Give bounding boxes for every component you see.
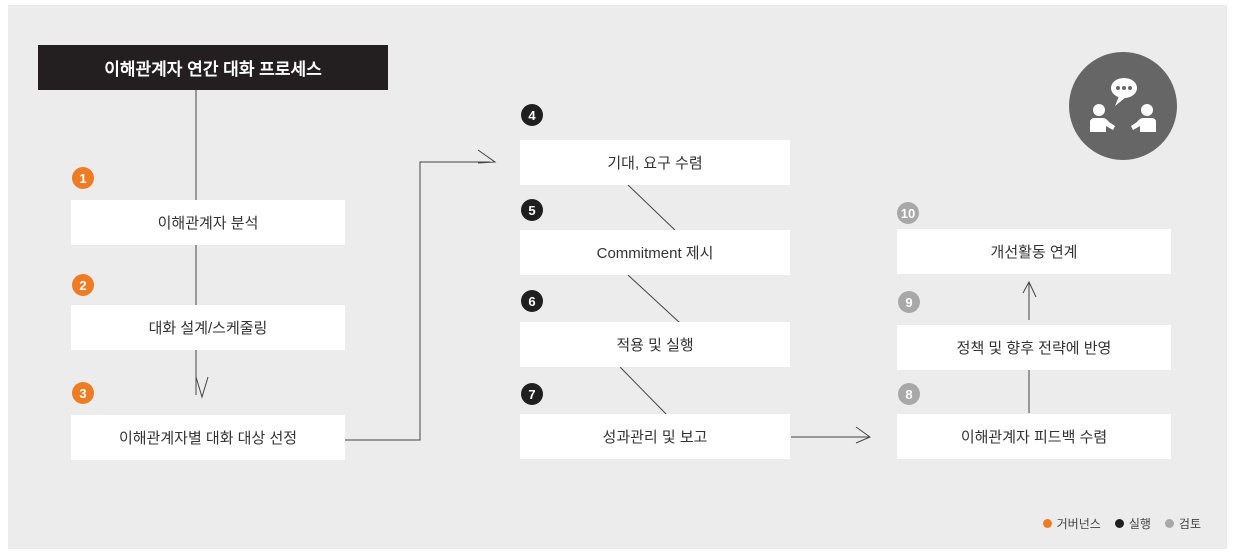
step-9-box: 정책 및 향후 전략에 반영 <box>897 325 1171 370</box>
review-dot-icon <box>1164 519 1174 528</box>
step-2-badge: 2 <box>72 274 94 296</box>
legend-label-review: 검토 <box>1178 517 1201 531</box>
step-10-badge: 10 <box>897 202 919 224</box>
process-title: 이해관계자 연간 대화 프로세스 <box>38 45 388 90</box>
step-10-box: 개선활동 연계 <box>897 229 1171 274</box>
connector-5-6 <box>627 274 681 324</box>
connector-4-5 <box>627 184 679 234</box>
step-7-badge: 7 <box>521 383 543 405</box>
legend: 거버넌스 실행 검토 <box>1042 515 1201 532</box>
step-4-badge: 4 <box>521 104 543 126</box>
step-7-box: 성과관리 및 보고 <box>520 414 790 459</box>
process-diagram: 이해관계자 연간 대화 프로세스 1 이해관계자 분석 2 대화 설계/스케줄링… <box>8 5 1227 549</box>
dialogue-people-icon <box>1069 52 1177 160</box>
step-2-box: 대화 설계/스케줄링 <box>71 305 345 350</box>
step-1-badge: 1 <box>72 167 94 189</box>
step-1-box: 이해관계자 분석 <box>71 200 345 245</box>
arrow-3-4 <box>477 149 497 164</box>
connector-3-4 <box>343 161 490 441</box>
step-3-badge: 3 <box>72 382 94 404</box>
step-8-box: 이해관계자 피드백 수렴 <box>897 414 1171 459</box>
step-5-box: Commitment 제시 <box>520 230 790 275</box>
governance-dot-icon <box>1042 519 1052 528</box>
step-9-badge: 9 <box>898 291 920 313</box>
legend-item-execution: 실행 <box>1114 515 1151 532</box>
step-5-badge: 5 <box>521 199 543 221</box>
execution-dot-icon <box>1114 519 1124 528</box>
legend-item-review: 검토 <box>1164 515 1201 532</box>
arrow-7-8 <box>855 426 872 444</box>
legend-label-execution: 실행 <box>1128 517 1151 531</box>
step-8-badge: 8 <box>898 383 920 405</box>
arrow-2-3 <box>195 376 209 399</box>
connector-6-7 <box>619 366 669 417</box>
legend-label-governance: 거버넌스 <box>1056 517 1101 531</box>
step-6-box: 적용 및 실행 <box>520 322 790 367</box>
connector-lines <box>195 90 1037 444</box>
step-4-box: 기대, 요구 수렴 <box>520 140 790 185</box>
legend-item-governance: 거버넌스 <box>1042 515 1101 532</box>
step-6-badge: 6 <box>521 290 543 312</box>
arrow-9-10 <box>1022 280 1037 298</box>
step-3-box: 이해관계자별 대화 대상 선정 <box>71 415 345 460</box>
